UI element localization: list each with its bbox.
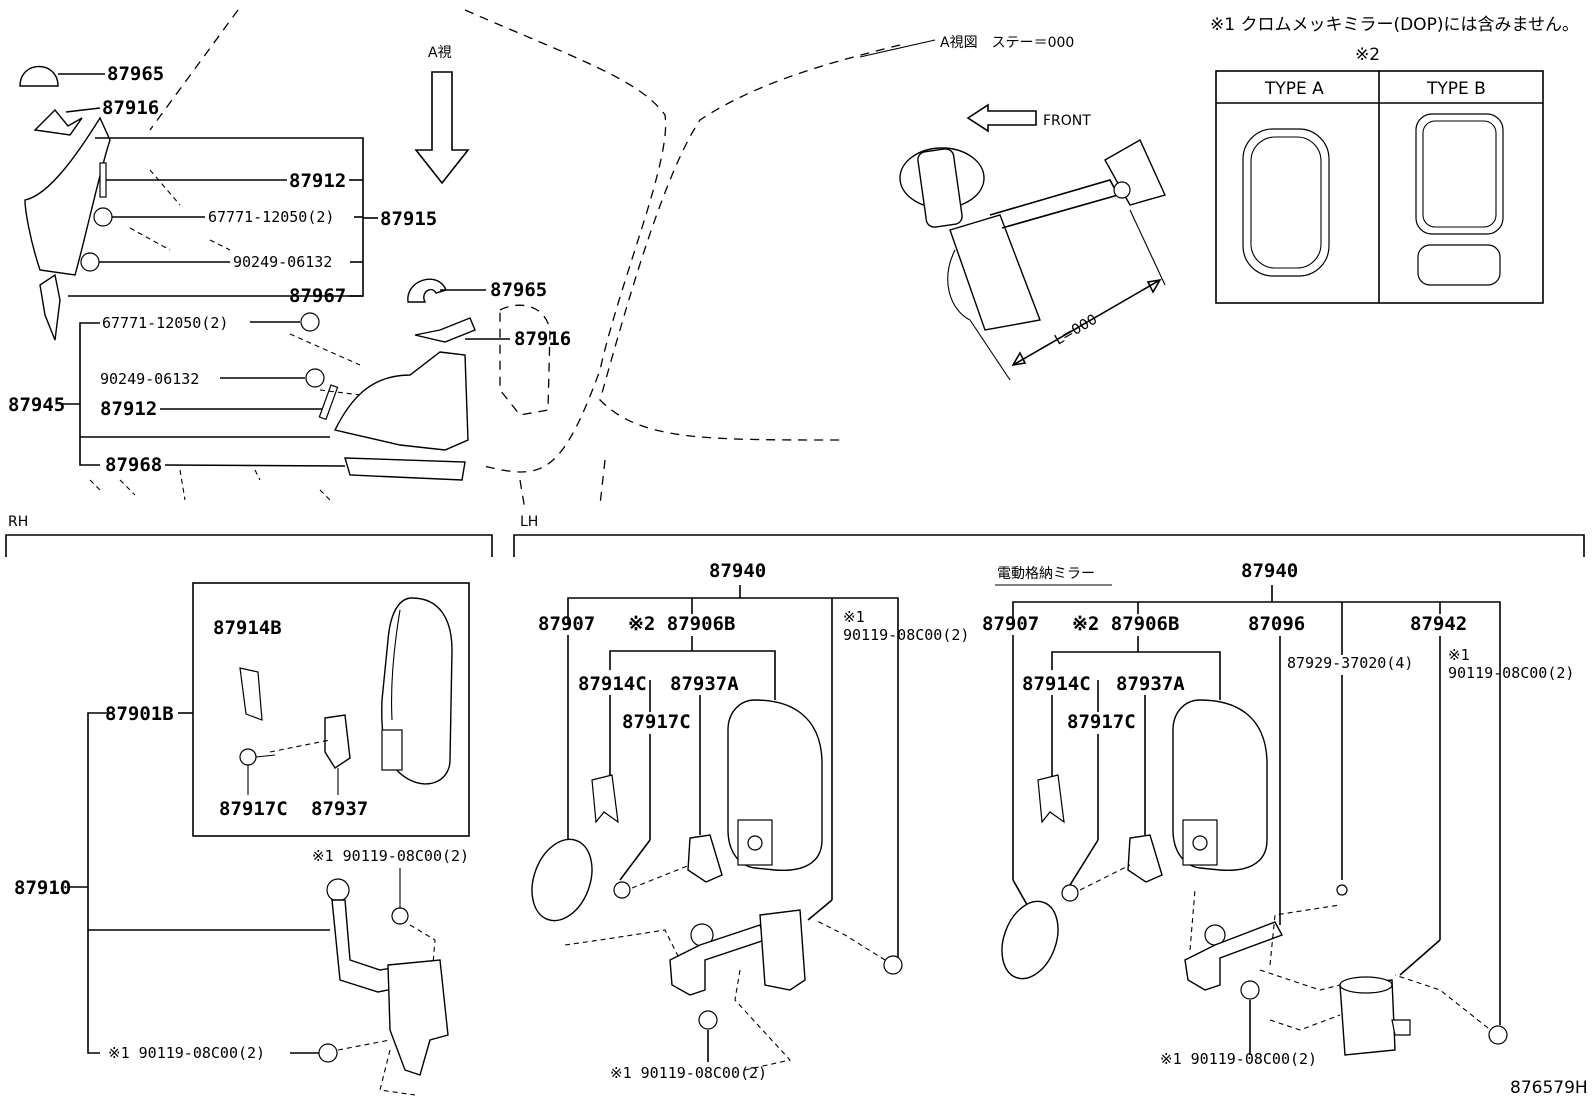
cap-87965-lower bbox=[407, 278, 447, 303]
power-bolt-bottom-label: ※1 90119-08C00(2) bbox=[1160, 1050, 1317, 1068]
part-90249-lower: 90249-06132 bbox=[100, 370, 199, 388]
part-87906b-power: ※2 87906B bbox=[1072, 613, 1179, 635]
part-87915: 87915 bbox=[380, 208, 437, 230]
clip-87916-lower bbox=[414, 317, 476, 343]
view-a-title: A視図 ステー＝000 bbox=[940, 35, 1074, 51]
part-87965-upper: 87965 bbox=[107, 63, 164, 85]
lh-wide-angle-mirror bbox=[531, 838, 593, 922]
part-67771-upper: 67771-12050(2) bbox=[208, 208, 334, 226]
power-bolt-note-mark: ※1 bbox=[1448, 646, 1470, 664]
part-90249-upper: 90249-06132 bbox=[233, 253, 332, 271]
front-arrow-icon bbox=[966, 103, 1037, 133]
part-87901b: 87901B bbox=[105, 703, 174, 725]
view-a-arrow-label: A視 bbox=[428, 45, 452, 61]
part-87945: 87945 bbox=[8, 394, 65, 416]
part-87916-lower: 87916 bbox=[514, 328, 571, 350]
rh-bolt-top-label: ※1 90119-08C00(2) bbox=[312, 847, 469, 865]
rh-section-bracket bbox=[5, 534, 493, 557]
part-87940-lh: 87940 bbox=[709, 560, 766, 582]
lh-bolt-bottom-label: ※1 90119-08C00(2) bbox=[610, 1064, 767, 1082]
part-87965-lower: 87965 bbox=[490, 279, 547, 301]
rh-bolt-bottom-label: ※1 90119-08C00(2) bbox=[108, 1044, 265, 1062]
type-b-main-glass bbox=[1415, 113, 1504, 235]
diagram-id: 876579H bbox=[1510, 1078, 1588, 1098]
part-87937a-lh: 87937A bbox=[670, 673, 739, 695]
mirror-cover-lower bbox=[333, 351, 469, 451]
lh-power-fold-assembly: 電動格納ミラー 87940 87907 ※2 87906B 87914C 879… bbox=[982, 560, 1574, 1068]
lh-stay-arm bbox=[669, 924, 766, 996]
part-87940-power: 87940 bbox=[1241, 560, 1298, 582]
lh-section-bracket bbox=[513, 534, 1585, 557]
part-87907-lh: 87907 bbox=[538, 613, 595, 635]
power-bolt-right-label: 90119-08C00(2) bbox=[1448, 664, 1574, 682]
part-87910: 87910 bbox=[14, 877, 71, 899]
type-b-label: TYPE B bbox=[1426, 79, 1486, 99]
part-87906b-lh: ※2 87906B bbox=[628, 613, 735, 635]
part-87914b: 87914B bbox=[213, 617, 282, 639]
view-a-drawing: A視図 ステー＝000 FRONT L=000 bbox=[859, 35, 1166, 381]
lh-stay-bracket bbox=[759, 909, 806, 991]
part-87929: 87929-37020(4) bbox=[1287, 654, 1413, 672]
front-label: FRONT bbox=[1043, 113, 1091, 129]
length-label: L=000 bbox=[1052, 311, 1100, 348]
vehicle-outline bbox=[89, 9, 901, 511]
part-87942: 87942 bbox=[1410, 613, 1467, 635]
part-67771-lower: 67771-12050(2) bbox=[102, 314, 228, 332]
rh-mirror-head-box bbox=[192, 582, 470, 837]
lh-bolt-note-mark: ※1 bbox=[843, 608, 865, 626]
part-87937a-power: 87937A bbox=[1116, 673, 1185, 695]
middle-left-parts: 87965 87916 87945 67771-12050(2) 90249-0… bbox=[8, 278, 571, 481]
clip-87916-upper bbox=[33, 108, 83, 136]
top-left-parts: 87965 87916 87915 87912 67771-12050(2) 9… bbox=[19, 63, 437, 341]
part-87917c-rh: 87917C bbox=[219, 798, 288, 820]
cap-87965-upper bbox=[19, 65, 59, 87]
mirror-cover-upper bbox=[24, 116, 111, 276]
type-a-mirror-glass bbox=[1242, 128, 1330, 277]
lh-bolt-right-label: 90119-08C00(2) bbox=[843, 626, 969, 644]
rh-assembly: 87914B 87917C 87937 87901B 87910 ※1 9011… bbox=[14, 582, 470, 1096]
part-87914c-lh: 87914C bbox=[578, 673, 647, 695]
section-label-lh: LH bbox=[520, 514, 538, 530]
rh-stay-ball bbox=[326, 878, 350, 902]
lh-assembly: 87940 87907 ※2 87906B 87914C 87937A 8791… bbox=[531, 560, 969, 1082]
type-a-label: TYPE A bbox=[1264, 79, 1324, 99]
power-stay-arm bbox=[1184, 921, 1283, 991]
section-label-rh: RH bbox=[8, 514, 28, 530]
view-direction-arrow bbox=[414, 71, 470, 185]
part-87912-upper: 87912 bbox=[289, 170, 346, 192]
part-87937: 87937 bbox=[311, 798, 368, 820]
part-87907-power: 87907 bbox=[982, 613, 1039, 635]
part-87912-lower: 87912 bbox=[100, 398, 157, 420]
part-87967: 87967 bbox=[289, 285, 346, 307]
part-87968: 87968 bbox=[105, 454, 162, 476]
part-87916-upper: 87916 bbox=[102, 97, 159, 119]
type-reference-mark: ※2 bbox=[1355, 45, 1380, 65]
trim-87968 bbox=[344, 457, 466, 481]
part-87914c-power: 87914C bbox=[1022, 673, 1091, 695]
rh-mirror-bracket bbox=[387, 959, 449, 1076]
power-fold-label: 電動格納ミラー bbox=[997, 566, 1095, 582]
chrome-mirror-note: ※1 クロムメッキミラー(DOP)には含みません。 bbox=[1210, 15, 1579, 35]
type-comparison-table: TYPE A TYPE B bbox=[1215, 70, 1544, 304]
part-87917c-lh: 87917C bbox=[622, 711, 691, 733]
part-87096: 87096 bbox=[1248, 613, 1305, 635]
type-b-lower-glass bbox=[1417, 244, 1501, 286]
part-87917c-power: 87917C bbox=[1067, 711, 1136, 733]
power-wide-angle-mirror bbox=[1001, 900, 1059, 980]
